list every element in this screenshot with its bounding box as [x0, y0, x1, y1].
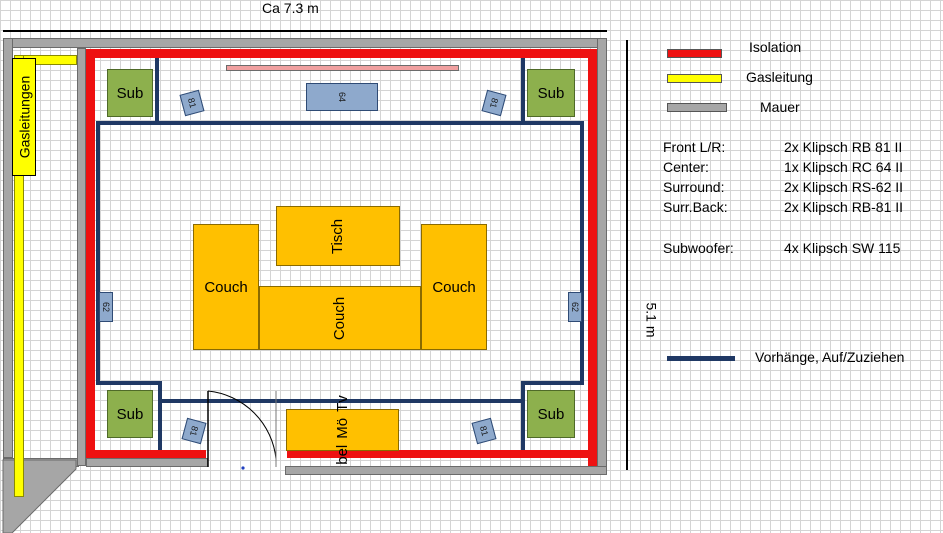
door-swing [207, 390, 277, 470]
curtain-bottom-left [96, 381, 162, 385]
isolation-right [588, 49, 597, 466]
legend-curtain-swatch [667, 356, 735, 361]
speaker-front-left: 81 [179, 89, 205, 117]
sub-bottom-left: Sub [107, 390, 153, 438]
speaker-back-right: 81 [471, 417, 497, 445]
couch-center: Couch [259, 286, 421, 350]
curtain-bottom-right-vert [521, 381, 525, 450]
spec-surrback-label: Surr.Back: [663, 199, 728, 215]
inner-wall-left [77, 48, 86, 466]
isolation-bottom-right [287, 450, 592, 458]
curtain-top-right-vert [521, 58, 525, 124]
speaker-center: 64 [306, 83, 378, 111]
tv-furniture: bel Mö Tv [286, 395, 399, 465]
legend-isolation-label: Isolation [749, 39, 802, 55]
couch-left: Couch [193, 224, 259, 350]
spec-center-value: 1x Klipsch RC 64 II [784, 159, 904, 175]
legend-gas-label: Gasleitung [746, 69, 813, 85]
legend-wall-label: Mauer [760, 99, 800, 115]
spec-surround-label: Surround: [663, 179, 725, 195]
sub-top-right: Sub [527, 69, 575, 117]
spec-subwoofer-value: 4x Klipsch SW 115 [784, 240, 901, 256]
width-dimension-label: Ca 7.3 m [262, 0, 319, 16]
spec-center-label: Center: [663, 159, 709, 175]
speaker-surround-left: 62 [99, 292, 113, 322]
spec-subwoofer-label: Subwoofer: [663, 240, 734, 256]
isolation-top [86, 49, 596, 58]
spec-surrback-value: 2x Klipsch RB-81 II [784, 199, 904, 215]
speaker-surround-right: 62 [568, 292, 582, 322]
curtain-top [96, 121, 583, 125]
isolation-bottom-left [86, 450, 206, 458]
spec-surround-value: 2x Klipsch RS-62 II [784, 179, 904, 195]
outer-wall-bottom-door [86, 458, 208, 467]
curtain-lower [158, 399, 525, 403]
speaker-front-right: 81 [481, 89, 507, 117]
spec-front-value: 2x Klipsch RB 81 II [784, 139, 903, 155]
spec-front-label: Front L/R: [663, 139, 726, 155]
gas-pipe-label-box: Gasleitungen [12, 58, 36, 176]
outer-wall-top [3, 38, 607, 48]
curtain-left [96, 121, 100, 385]
isolation-left [86, 49, 95, 458]
curtain-top-left-vert [155, 58, 159, 124]
outer-wall-right [597, 38, 607, 475]
height-dimension-label: 5.1 m [643, 302, 660, 338]
legend-curtain-label: Vorhänge, Auf/Zuziehen [755, 349, 905, 365]
table: Tisch [276, 206, 400, 266]
gas-pipe-vertical [14, 55, 24, 497]
legend-wall-swatch [667, 103, 727, 112]
legend-gas-swatch [667, 74, 722, 83]
curtain-bottom-left-vert [158, 381, 162, 450]
sub-top-left: Sub [107, 69, 153, 117]
outer-wall-diagonal [2, 459, 77, 533]
outer-wall-left [3, 38, 13, 458]
curtain-bottom-right [521, 381, 584, 385]
outer-wall-bottom-right [285, 466, 607, 475]
curtain-right [580, 121, 584, 385]
height-dimension-line [626, 40, 628, 470]
wall-stripe-top [226, 65, 459, 71]
legend-isolation-swatch [667, 49, 722, 58]
couch-right: Couch [421, 224, 487, 350]
width-dimension-line [3, 30, 607, 32]
sub-bottom-right: Sub [527, 390, 575, 438]
